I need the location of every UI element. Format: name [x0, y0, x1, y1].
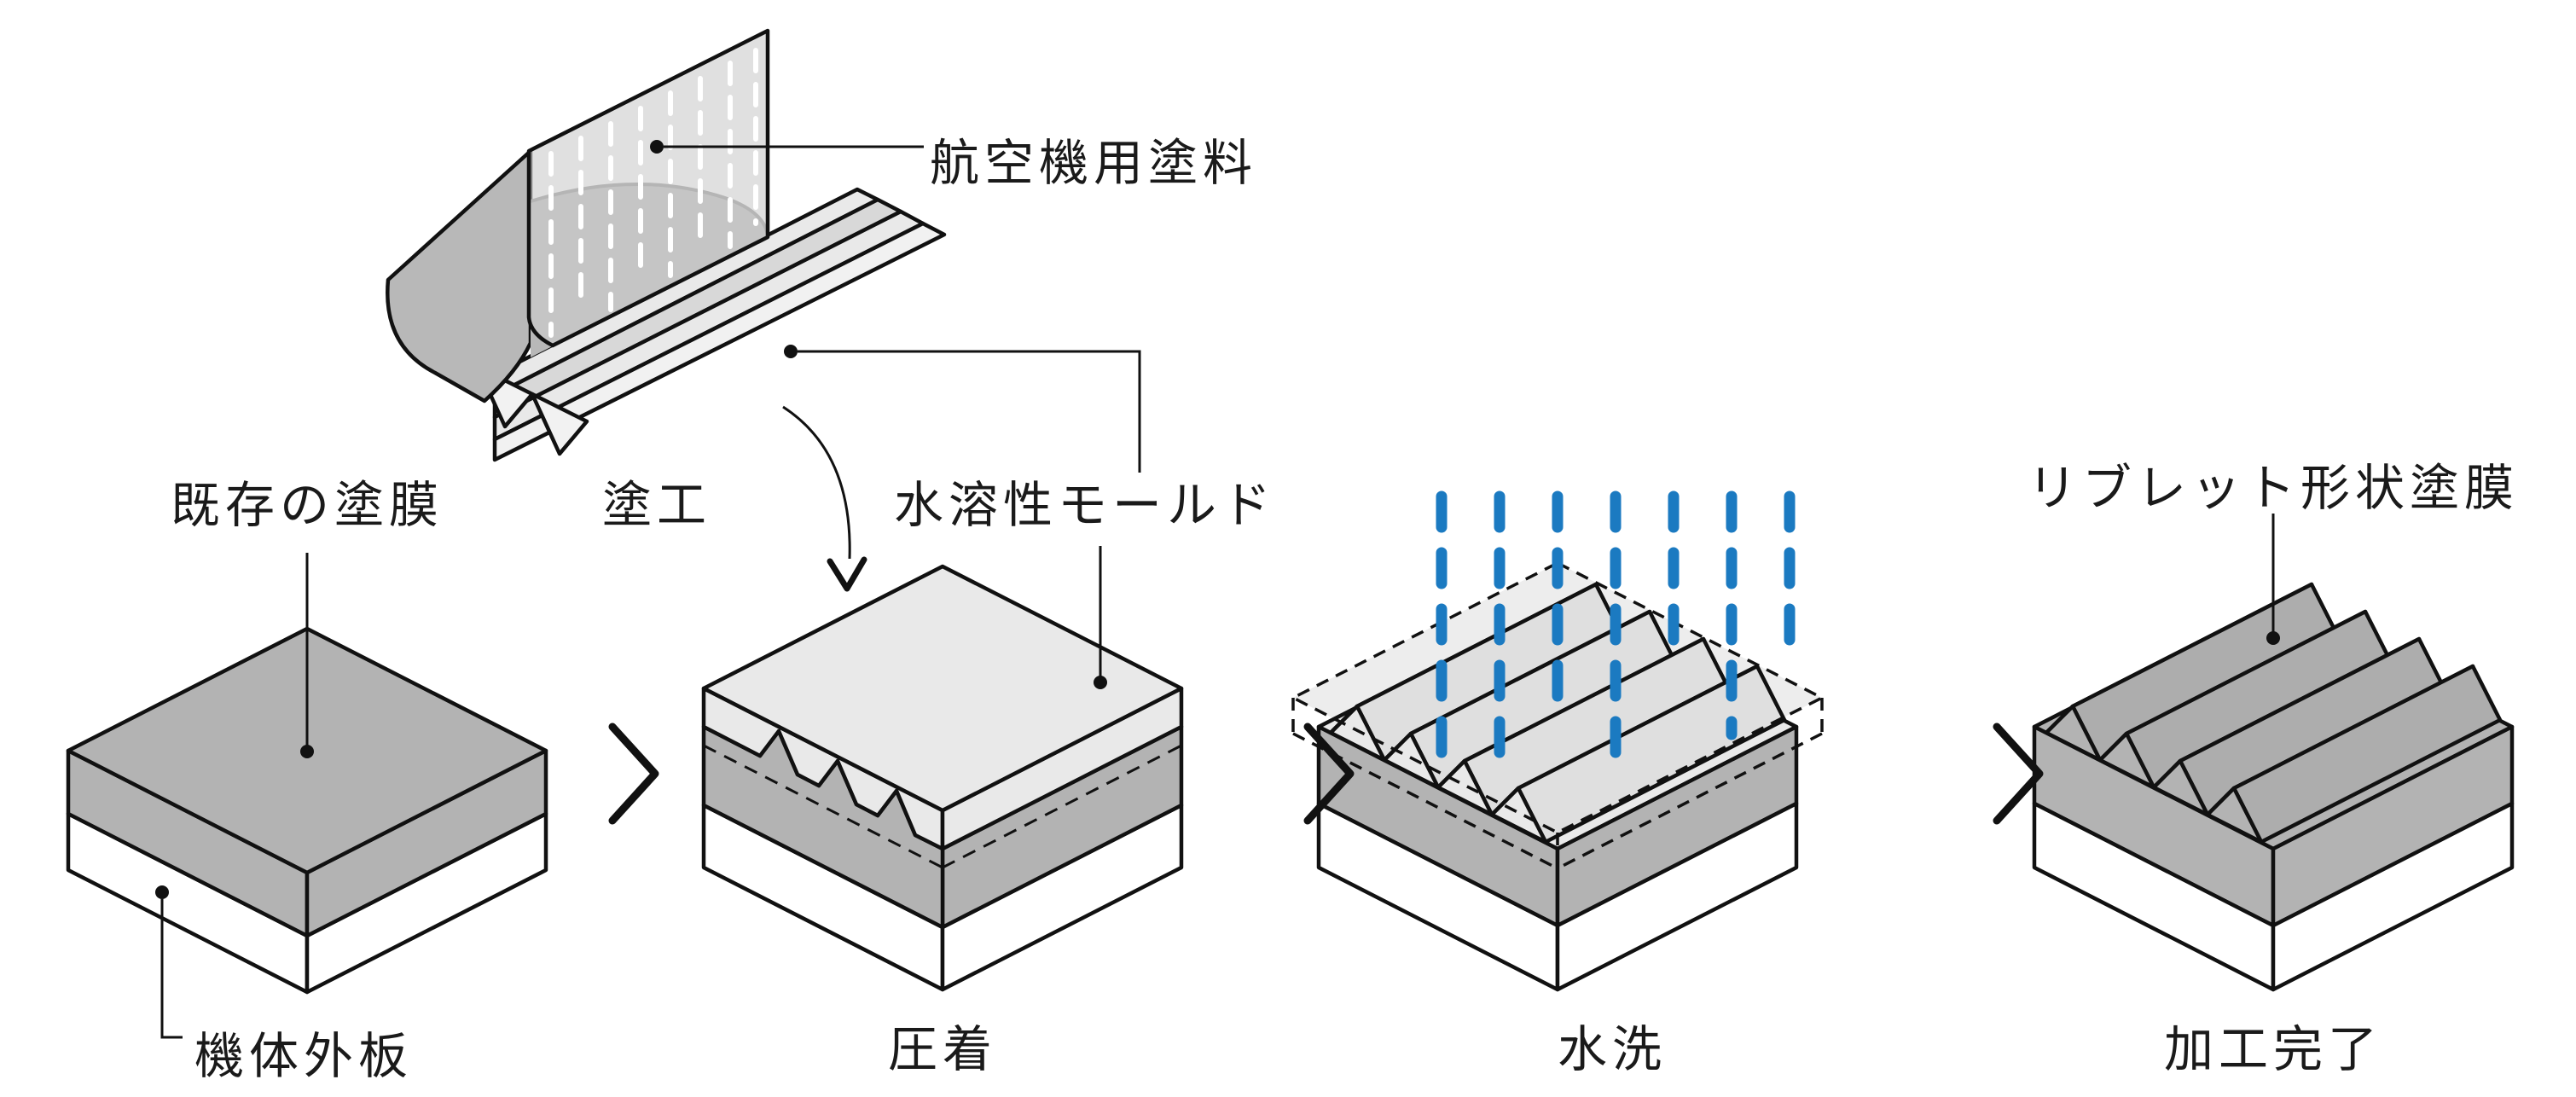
- label-water-soluble-mold: 水溶性モールド: [894, 478, 1276, 533]
- paint-spray-dashes-icon: [548, 48, 758, 338]
- leader-dot-fuselage-skin: [155, 885, 169, 899]
- curved-arrow-icon: [782, 405, 867, 592]
- mold-front-face: [492, 221, 947, 462]
- coating-illustration: [386, 28, 1141, 592]
- panel-right-face: [1555, 801, 1799, 992]
- leader-dot-riblet-coating: [2266, 631, 2280, 645]
- label-rinsing-step: 水洗: [1558, 1022, 1667, 1077]
- squeegee-plane: [526, 28, 770, 348]
- stage-1-existing-coating-block: [66, 553, 548, 1039]
- label-aircraft-paint: 航空機用塗料: [930, 136, 1257, 191]
- label-coating-step: 塗工: [602, 478, 711, 533]
- panel-right-face: [2271, 801, 2515, 992]
- chevron-right-icon: [1993, 723, 2044, 825]
- label-fuselage-skin: 機体外板: [194, 1029, 413, 1084]
- water-spray-icon: [1436, 490, 1796, 783]
- leader-dot-mold: [784, 345, 798, 358]
- label-riblet-coating: リブレット形状塗膜: [2028, 461, 2519, 516]
- label-existing-coating: 既存の塗膜: [171, 478, 444, 533]
- label-pressing-step: 圧着: [888, 1022, 997, 1077]
- paint-curtain-left-sheet: [386, 148, 533, 403]
- mold-end-notch: [530, 392, 589, 456]
- chevron-right-icon: [608, 723, 659, 825]
- leader-dot-aircraft-paint: [650, 140, 664, 154]
- mold-left-face: [701, 686, 945, 851]
- leader-dot-mold-top-face: [1094, 676, 1107, 689]
- stage-4-finished-block: [2032, 514, 2515, 992]
- stage-3-rinsing-block: [1290, 490, 1825, 992]
- mold-top-face: [701, 564, 1184, 813]
- leader-dot-existing-coating: [300, 745, 314, 758]
- leader-line-mold-top: [798, 350, 1141, 473]
- chevron-right-icon: [1303, 723, 1355, 825]
- label-finished-step: 加工完了: [2164, 1022, 2382, 1077]
- leader-line-fuselage-skin: [160, 899, 183, 1039]
- stage-2-pressing-block: [701, 546, 1184, 992]
